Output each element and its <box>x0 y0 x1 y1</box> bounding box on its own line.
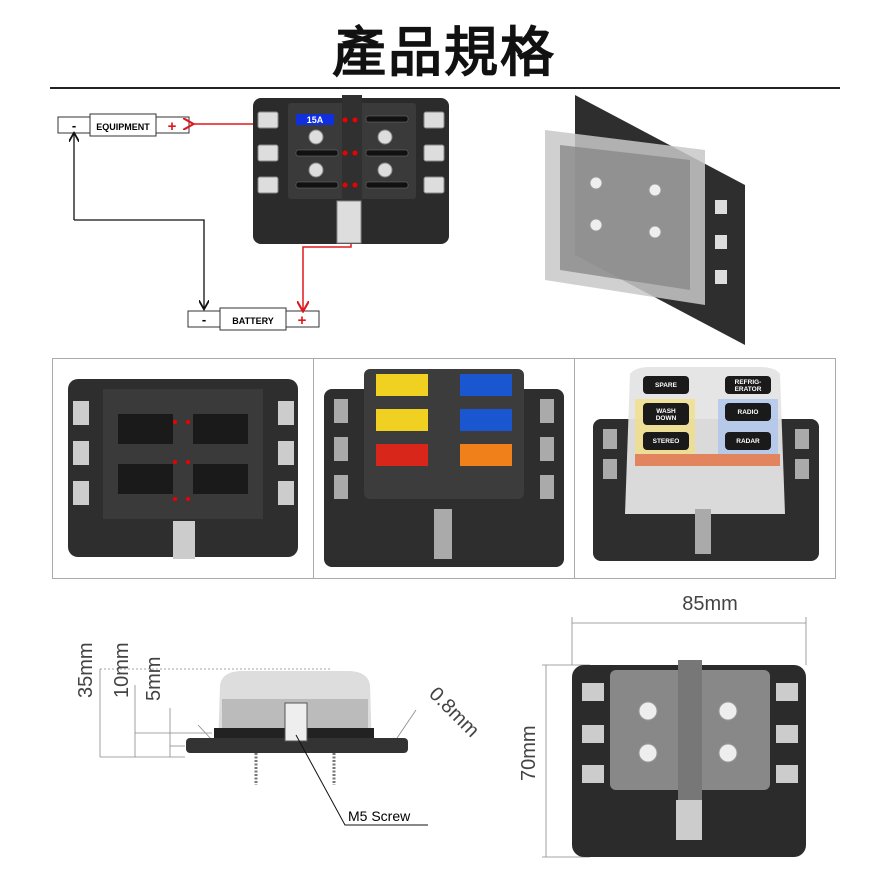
dim-height-total: 35mm <box>75 642 97 698</box>
panel-fuses-view <box>314 359 575 578</box>
equipment-box: - EQUIPMENT + <box>57 113 190 137</box>
wiring-diagram: - EQUIPMENT + - BATTERY + 15A <box>57 95 745 345</box>
label-wash-1: WASH <box>656 408 676 415</box>
label-refrigerator-2: ERATOR <box>735 386 762 393</box>
panel-labeled-cover-view: SPARE REFRIG- ERATOR WASH DOWN RADIO STE… <box>575 359 837 578</box>
dim-length: 70mm <box>518 725 540 781</box>
fuse-rating-label: 15A <box>307 115 324 125</box>
battery-label: BATTERY <box>232 316 274 326</box>
label-radio: RADIO <box>738 409 759 416</box>
battery-minus: - <box>202 312 206 327</box>
battery-plus: + <box>298 312 307 329</box>
fuse-block-with-cover-photo <box>545 95 745 345</box>
page-title: 產品規格 <box>332 21 556 84</box>
label-refrigerator-1: REFRIG- <box>735 379 762 386</box>
label-stereo: STEREO <box>653 438 680 445</box>
title-divider <box>50 87 840 89</box>
equipment-label: EQUIPMENT <box>96 122 150 132</box>
screw-label: M5 Screw <box>348 808 411 824</box>
battery-box: - BATTERY + <box>187 307 320 331</box>
dim-width: 85mm <box>682 593 738 615</box>
dim-height-base: 10mm <box>111 642 133 698</box>
label-wash-2: DOWN <box>656 415 677 422</box>
fuse-block-illustration: 15A <box>253 95 449 244</box>
panel-back-view <box>53 359 314 578</box>
dim-gap: 0.8mm <box>424 683 483 742</box>
photo-panels: SPARE REFRIG- ERATOR WASH DOWN RADIO STE… <box>52 358 836 579</box>
label-radar: RADAR <box>736 438 760 445</box>
label-spare: SPARE <box>655 382 678 389</box>
equipment-plus: + <box>168 118 177 135</box>
dim-height-plate: 5mm <box>143 657 165 701</box>
top-view-drawing: 85mm 70mm <box>518 593 807 858</box>
equipment-minus: - <box>72 118 76 133</box>
side-view-drawing: M5 Screw 35mm 10mm 5mm 0.8mm <box>75 642 483 826</box>
dimension-drawings: M5 Screw 35mm 10mm 5mm 0.8mm 85mm 70mm <box>75 593 807 858</box>
